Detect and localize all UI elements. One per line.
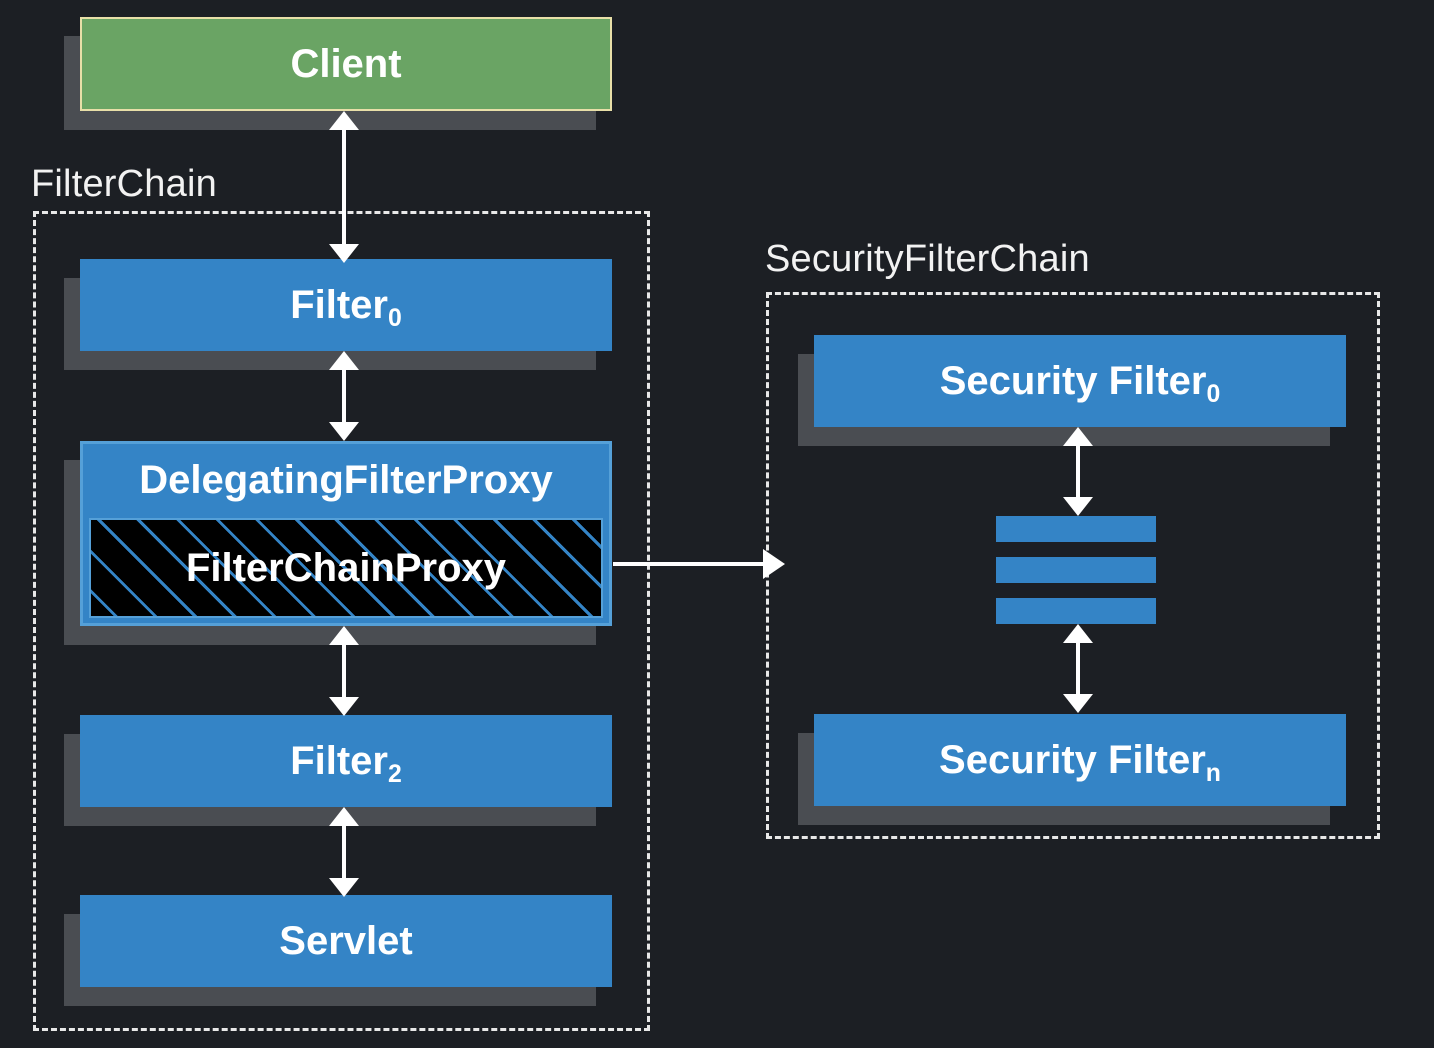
arrowhead-down-icon bbox=[1063, 694, 1093, 713]
node-delegating-filter-proxy[interactable]: DelegatingFilterProxy FilterChainProxy bbox=[80, 441, 612, 626]
arrowhead-down-icon bbox=[329, 422, 359, 441]
connector-stem bbox=[613, 562, 767, 566]
node-security-filter-n[interactable]: Security Filtern bbox=[814, 714, 1346, 806]
ellipsis-bar-2 bbox=[996, 557, 1156, 583]
connector-filter2-servlet bbox=[328, 807, 360, 897]
arrowhead-down-icon bbox=[1063, 497, 1093, 516]
arrowhead-down-icon bbox=[329, 697, 359, 716]
arrowhead-up-icon bbox=[329, 807, 359, 826]
connector-delegatingfilterproxy-filter2 bbox=[328, 626, 360, 716]
connector-stem bbox=[342, 367, 346, 425]
node-security-filter-0-subscript: 0 bbox=[1206, 381, 1221, 409]
node-client[interactable]: Client bbox=[80, 17, 612, 111]
node-filter-2-label: Filter2 bbox=[290, 739, 402, 789]
node-client-label: Client bbox=[290, 42, 402, 86]
node-delegating-filter-proxy-label: DelegatingFilterProxy bbox=[139, 458, 553, 502]
node-security-filter-0[interactable]: Security Filter0 bbox=[814, 335, 1346, 427]
arrowhead-up-icon bbox=[329, 626, 359, 645]
node-filter-0-label: Filter0 bbox=[290, 283, 402, 333]
connector-stem bbox=[342, 823, 346, 881]
node-filter-2-subscript: 2 bbox=[388, 761, 402, 789]
arrowhead-up-icon bbox=[1063, 427, 1093, 446]
arrowhead-up-icon bbox=[329, 351, 359, 370]
arrowhead-right-icon bbox=[763, 549, 785, 579]
node-security-filter-n-subscript: n bbox=[1205, 760, 1221, 788]
arrowhead-down-icon bbox=[329, 244, 359, 263]
ellipsis-bar-1 bbox=[996, 516, 1156, 542]
group-box-filterchain bbox=[33, 211, 650, 1031]
group-label-filterchain: FilterChain bbox=[31, 163, 217, 205]
connector-ellipsis-securityfiltern bbox=[1062, 624, 1094, 713]
node-filter-chain-proxy-label: FilterChainProxy bbox=[185, 546, 507, 590]
node-servlet[interactable]: Servlet bbox=[80, 895, 612, 987]
connector-client-filter0 bbox=[328, 111, 360, 263]
connector-filterchainproxy-securityfilterchain bbox=[613, 548, 785, 580]
node-filter-chain-proxy[interactable]: FilterChainProxy bbox=[89, 518, 603, 618]
connector-stem bbox=[1076, 443, 1080, 500]
group-label-securityfilterchain: SecurityFilterChain bbox=[765, 238, 1090, 280]
ellipsis-bar-3 bbox=[996, 598, 1156, 624]
node-servlet-label: Servlet bbox=[279, 919, 413, 963]
node-filter-0-subscript: 0 bbox=[388, 305, 402, 333]
arrowhead-down-icon bbox=[329, 878, 359, 897]
arrowhead-up-icon bbox=[1063, 624, 1093, 643]
connector-stem bbox=[342, 642, 346, 700]
connector-filter0-delegatingfilterproxy bbox=[328, 351, 360, 441]
node-security-filter-n-label: Security Filtern bbox=[939, 738, 1221, 788]
connector-stem bbox=[342, 127, 346, 247]
node-filter-0[interactable]: Filter0 bbox=[80, 259, 612, 351]
node-filter-2[interactable]: Filter2 bbox=[80, 715, 612, 807]
node-security-filter-0-label: Security Filter0 bbox=[939, 359, 1221, 409]
connector-securityfilter0-ellipsis bbox=[1062, 427, 1094, 516]
connector-stem bbox=[1076, 640, 1080, 697]
arrowhead-up-icon bbox=[329, 111, 359, 130]
